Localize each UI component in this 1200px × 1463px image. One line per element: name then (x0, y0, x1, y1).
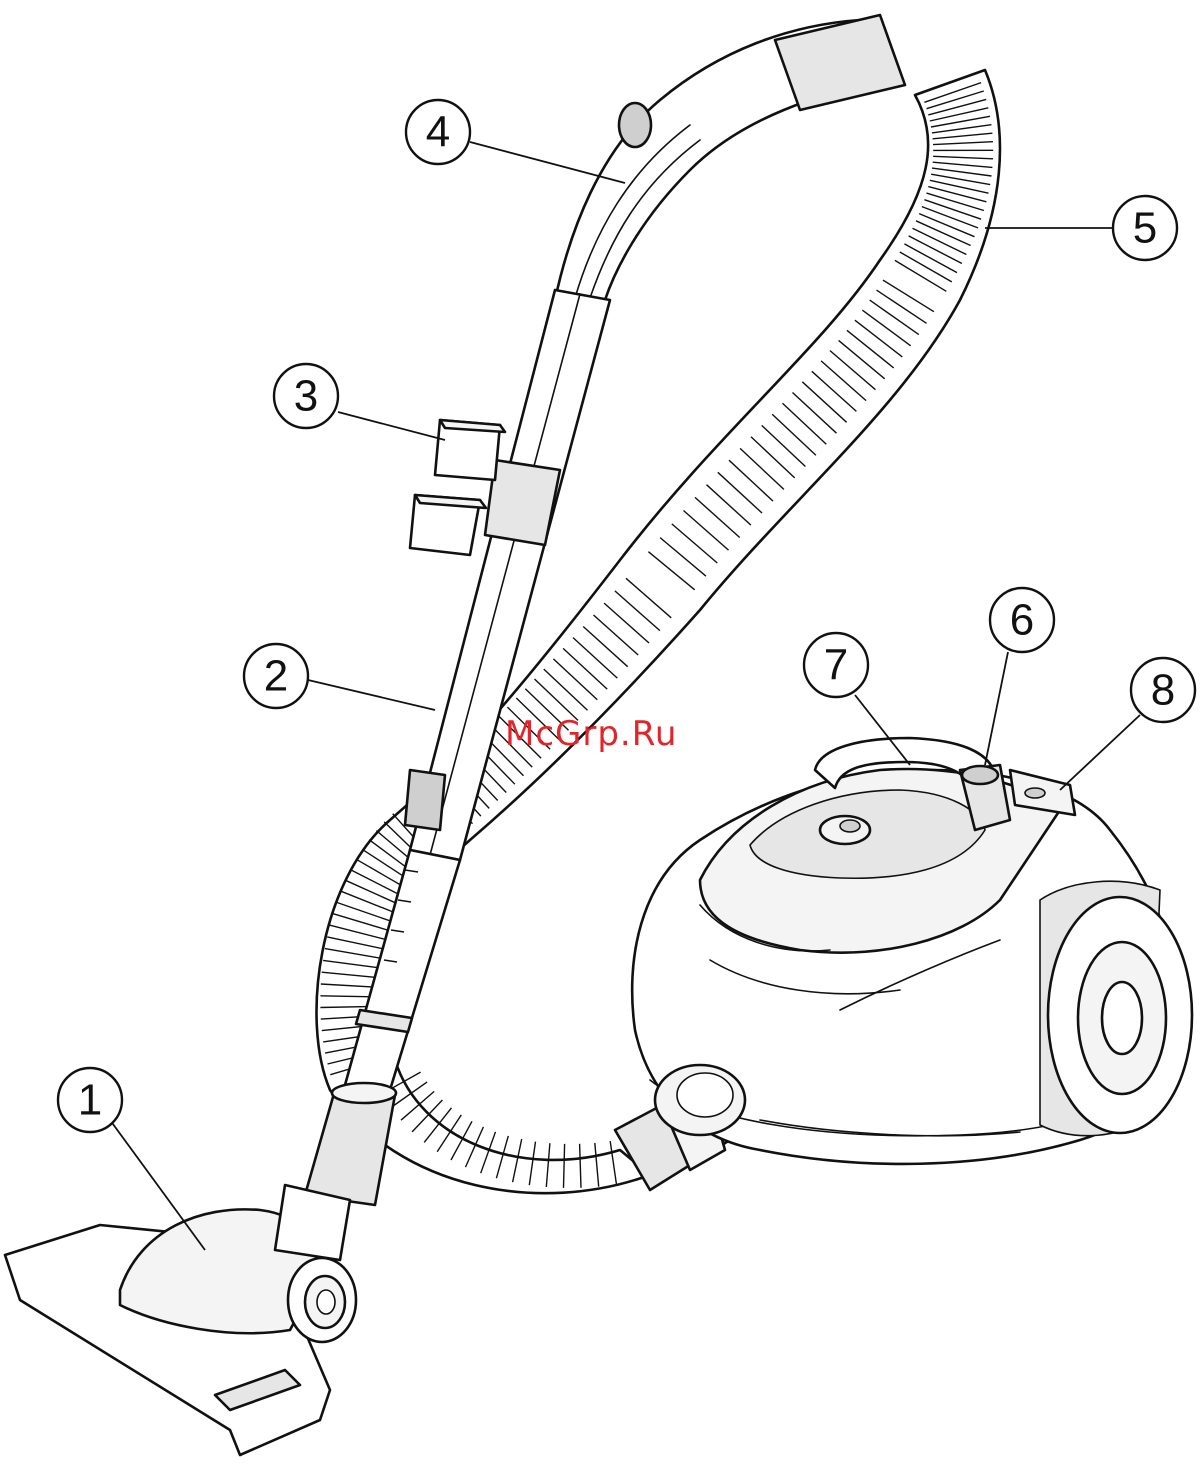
leader-8 (1060, 715, 1140, 790)
callout-1: 1 (58, 1068, 122, 1132)
callout-2: 2 (244, 644, 308, 708)
callout-3: 3 (274, 364, 338, 428)
callout-4: 4 (406, 100, 470, 164)
callout-8-label: 8 (1151, 666, 1175, 715)
hose-handle (555, 15, 905, 300)
callout-2-label: 2 (264, 652, 288, 701)
callout-3-label: 3 (294, 372, 318, 421)
floor-nozzle (5, 1185, 356, 1455)
callout-5: 5 (1113, 196, 1177, 260)
callout-6-label: 6 (1010, 596, 1034, 645)
leader-2 (308, 680, 435, 710)
callout-1-label: 1 (78, 1076, 102, 1125)
callout-7-label: 7 (824, 641, 848, 690)
callout-6: 6 (990, 588, 1054, 652)
callout-4-label: 4 (426, 108, 450, 157)
leader-3 (338, 412, 445, 440)
callout-5-label: 5 (1133, 204, 1157, 253)
callout-8: 8 (1131, 658, 1195, 722)
callout-7: 7 (804, 633, 868, 697)
leader-4 (470, 142, 625, 183)
watermark-text: McGrp.Ru (505, 714, 677, 754)
rear-wheel (1048, 897, 1192, 1133)
leader-6 (985, 652, 1008, 765)
